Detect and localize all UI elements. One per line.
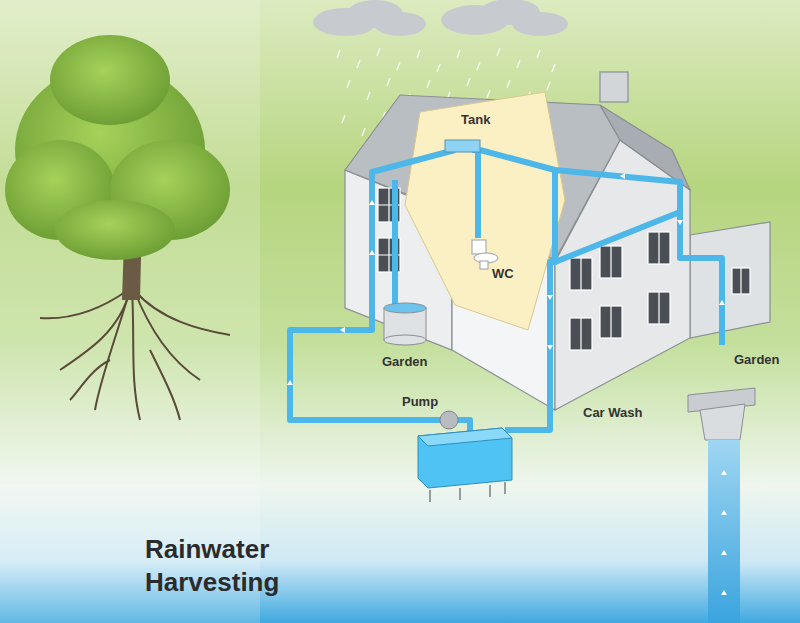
- part-label: Car Wash: [583, 405, 642, 421]
- diagram-title: Rainwater Harvesting: [145, 533, 315, 598]
- part-label: Garden: [734, 352, 780, 368]
- part-label: Garden: [382, 354, 428, 370]
- part-label: WC: [492, 266, 514, 282]
- part-label: Tank: [461, 112, 490, 128]
- part-label: Pump: [402, 394, 438, 410]
